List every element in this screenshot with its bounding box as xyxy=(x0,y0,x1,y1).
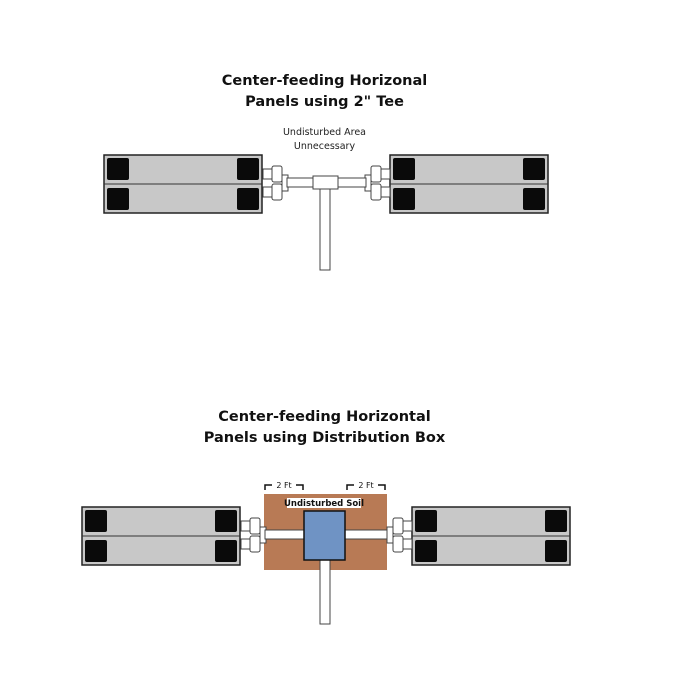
panel-left-1 xyxy=(103,154,263,214)
diagram2: Undisturbed Soil 2 Ft 2 Ft xyxy=(81,481,571,625)
diagram1-title-line1: Center-feeding Horizonal xyxy=(221,73,428,89)
note-line2: Unnecessary xyxy=(293,141,356,152)
diagram1 xyxy=(103,154,549,271)
diagram2-title: Center-feeding Horizontal Panels using D… xyxy=(0,407,649,449)
panel-right-2 xyxy=(411,506,571,566)
dimension-left xyxy=(264,484,304,490)
undisturbed-area-note: Undisturbed Area Unnecessary xyxy=(0,126,649,154)
dimension-right xyxy=(346,484,386,490)
end-cap-right-1 xyxy=(364,165,391,201)
note-line1: Undisturbed Area xyxy=(282,127,367,138)
pipe-right-2 xyxy=(344,529,388,540)
inlet-pipe-2 xyxy=(319,559,331,625)
diagram2-title-line2: Panels using Distribution Box xyxy=(203,430,446,446)
end-cap-left-1 xyxy=(262,165,289,201)
dimension-left-label: 2 Ft xyxy=(276,481,291,490)
dimension-right-label: 2 Ft xyxy=(358,481,373,490)
diagram2-title-line1: Center-feeding Horizontal xyxy=(218,409,431,425)
diagram1-title: Center-feeding Horizonal Panels using 2"… xyxy=(0,71,649,113)
pipe-left-2 xyxy=(264,529,306,540)
panel-right-1 xyxy=(389,154,549,214)
end-cap-right-2 xyxy=(386,517,413,553)
distribution-box xyxy=(303,510,346,561)
diagram1-title-line2: Panels using 2" Tee xyxy=(245,94,404,110)
end-cap-left-2 xyxy=(240,517,267,553)
panel-left-2 xyxy=(81,506,241,566)
soil-label-bg xyxy=(287,498,361,508)
soil-label: Undisturbed Soil xyxy=(284,499,364,509)
tee-pipe-1 xyxy=(286,175,367,271)
